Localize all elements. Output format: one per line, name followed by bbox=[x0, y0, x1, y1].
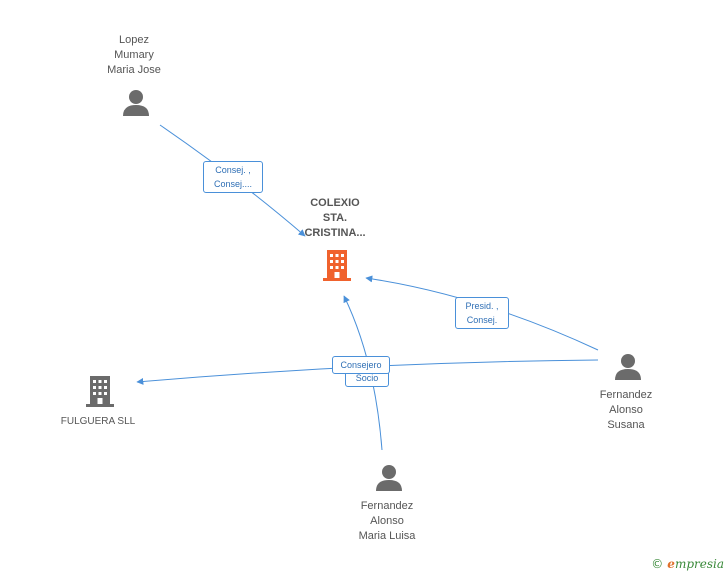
name-line: Susana bbox=[607, 419, 645, 431]
name-line: Alonso bbox=[370, 515, 404, 527]
empresia-logo[interactable]: ©empresia bbox=[651, 557, 724, 571]
person-label-lopez[interactable]: Lopez Mumary Maria Jose bbox=[94, 33, 174, 78]
name-line: Alonso bbox=[609, 404, 643, 416]
building-icon[interactable] bbox=[321, 248, 353, 287]
brand-name: mpresia bbox=[674, 557, 724, 571]
person-icon[interactable] bbox=[613, 352, 643, 387]
name-line: Fernandez bbox=[360, 500, 414, 512]
role-line: Consej.... bbox=[213, 179, 253, 189]
company-label-fulguera[interactable]: FULGUERA SLL bbox=[48, 414, 148, 429]
person-icon[interactable] bbox=[374, 463, 404, 498]
role-line: Presid. , bbox=[465, 301, 499, 311]
name-line: Maria Jose bbox=[107, 64, 161, 76]
person-label-susana[interactable]: Fernandez Alonso Susana bbox=[586, 388, 666, 433]
name-line: CRISTINA... bbox=[304, 227, 366, 239]
name-line: Mumary bbox=[114, 49, 154, 61]
name-line: COLEXIO bbox=[310, 197, 360, 209]
role-line: Socio bbox=[355, 373, 379, 383]
role-line: Consej. bbox=[466, 315, 498, 325]
edge-label-lopez-colexio[interactable]: Consej. , Consej.... bbox=[203, 161, 263, 193]
edge-label-susana-fulguera[interactable]: Consejero bbox=[332, 356, 390, 374]
role-line: Consej. , bbox=[215, 165, 251, 175]
name-line: FULGUERA SLL bbox=[60, 416, 136, 427]
company-label-colexio[interactable]: COLEXIO STA. CRISTINA... bbox=[295, 196, 375, 241]
person-icon[interactable] bbox=[121, 88, 151, 123]
name-line: STA. bbox=[322, 212, 348, 224]
role-line: Consejero bbox=[340, 360, 382, 370]
edge-label-susana-colexio[interactable]: Presid. , Consej. bbox=[455, 297, 509, 329]
name-line: Maria Luisa bbox=[358, 530, 416, 542]
brand-initial: e bbox=[667, 557, 675, 571]
name-line: Fernandez bbox=[599, 389, 653, 401]
name-line: Lopez bbox=[119, 34, 149, 46]
building-icon[interactable] bbox=[84, 374, 116, 413]
person-label-luisa[interactable]: Fernandez Alonso Maria Luisa bbox=[347, 499, 427, 544]
copyright-icon: © bbox=[651, 557, 664, 571]
